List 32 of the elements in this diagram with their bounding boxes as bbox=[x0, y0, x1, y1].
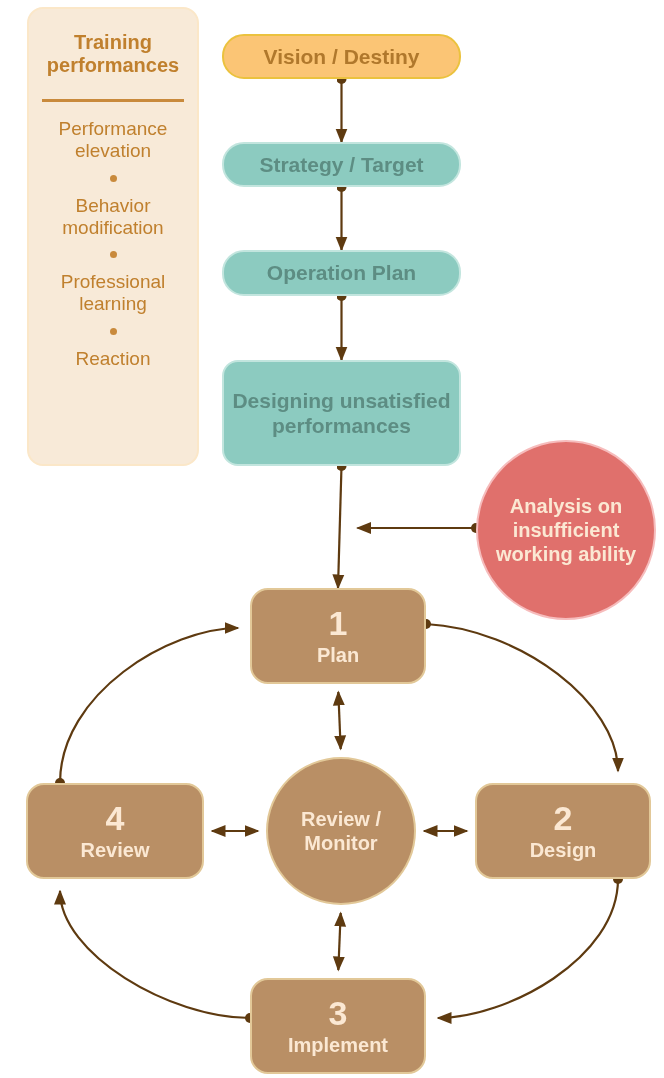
list-item: Performance elevation bbox=[57, 118, 169, 162]
step-number: 2 bbox=[552, 800, 574, 838]
sidebar-panel bbox=[27, 7, 199, 466]
node-label: Analysis on insufficient working ability bbox=[495, 494, 637, 566]
list-item: Professional learning bbox=[59, 271, 167, 316]
node-label: Review bbox=[79, 837, 151, 862]
node-label: Review / Monitor bbox=[299, 807, 382, 855]
step-number: 3 bbox=[327, 995, 349, 1033]
list-item: Behavior modification bbox=[61, 194, 165, 239]
node-label: Strategy / Target bbox=[258, 151, 425, 178]
step-number: 1 bbox=[327, 605, 349, 643]
double-arrow bbox=[210, 825, 260, 837]
double-arrow bbox=[332, 690, 347, 751]
double-arrow bbox=[332, 911, 347, 972]
panel-heading: Training performances bbox=[45, 31, 181, 77]
double-arrow bbox=[422, 825, 469, 837]
node-label: Design bbox=[528, 837, 598, 862]
step-box bbox=[250, 978, 426, 1074]
step-box bbox=[475, 783, 651, 879]
step-box bbox=[250, 588, 426, 684]
process-box bbox=[222, 34, 461, 79]
node-label: Vision / Destiny bbox=[262, 43, 421, 70]
step-number: 4 bbox=[104, 800, 126, 838]
node-label: Implement bbox=[287, 1032, 389, 1057]
list-item: Reaction bbox=[74, 348, 152, 370]
process-box bbox=[222, 250, 461, 296]
process-box bbox=[222, 142, 461, 187]
step-box bbox=[26, 783, 204, 879]
node-label: Plan bbox=[315, 642, 361, 667]
node-label: Operation Plan bbox=[265, 260, 418, 286]
process-box bbox=[222, 360, 461, 466]
node-label: Designing unsatisfied performances bbox=[231, 387, 452, 439]
